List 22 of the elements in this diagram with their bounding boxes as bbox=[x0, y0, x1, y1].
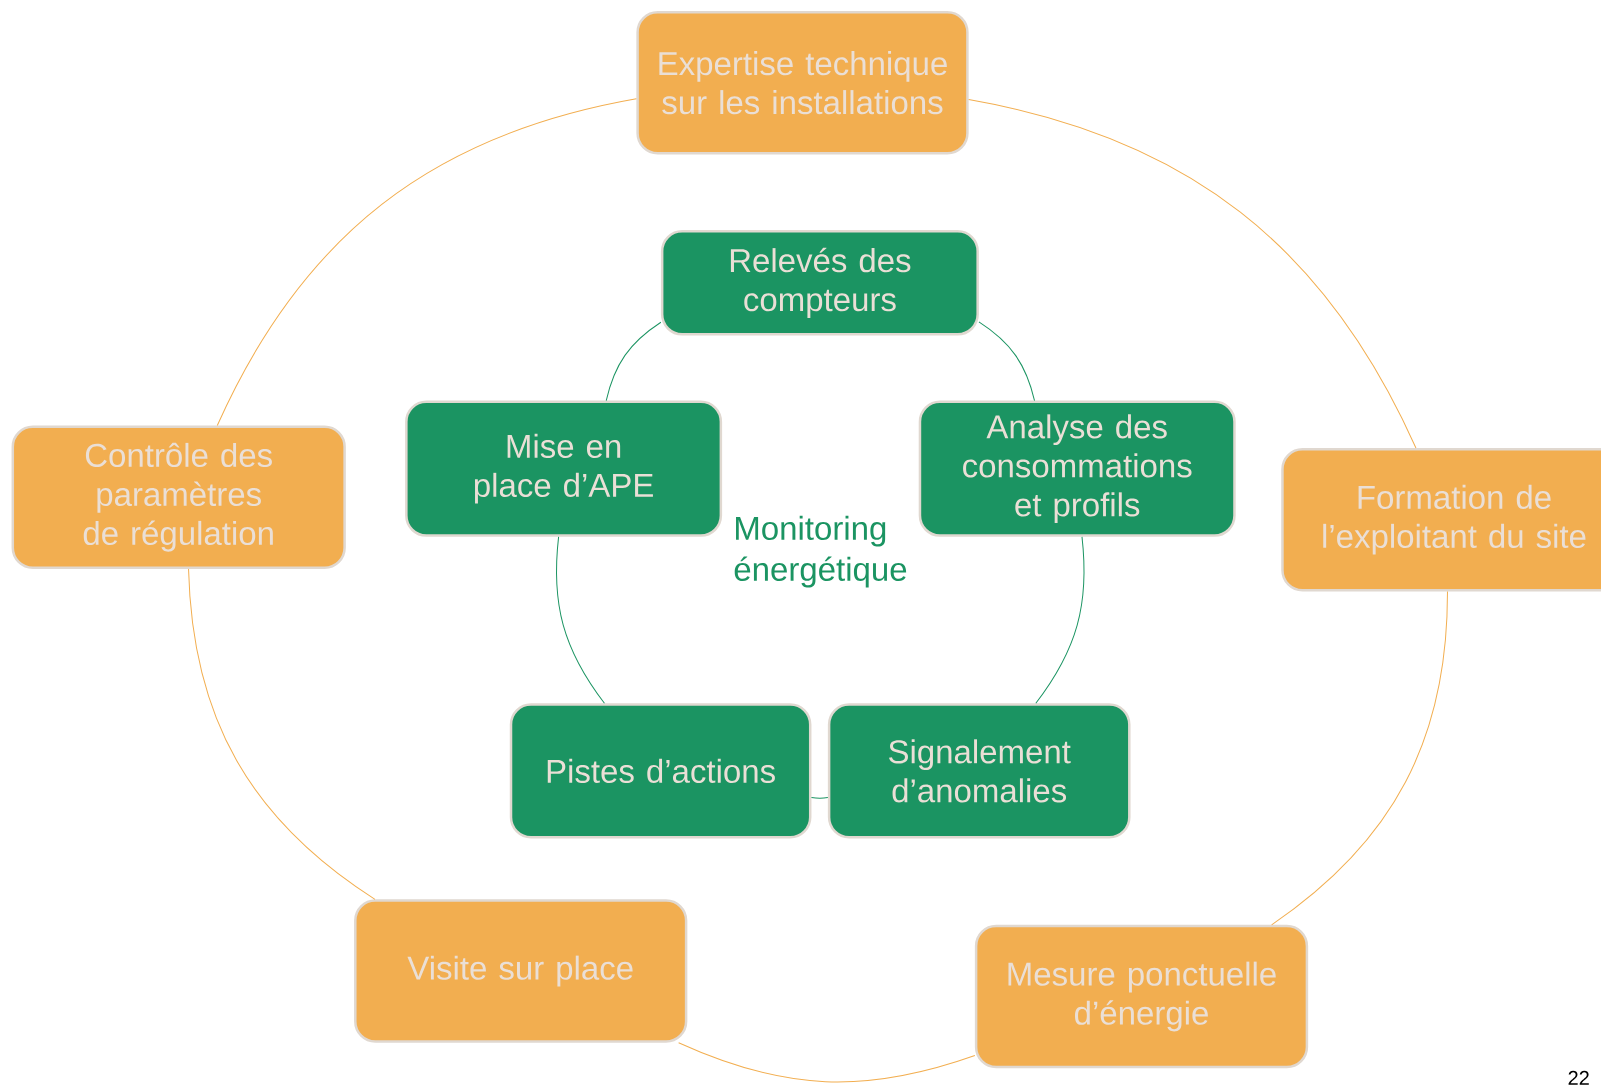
process-box: Pistes d’actions bbox=[509, 703, 812, 839]
connector-line bbox=[605, 321, 662, 402]
connector-line bbox=[968, 99, 1417, 449]
process-box: Signalement d’anomalies bbox=[827, 703, 1131, 839]
connector-line bbox=[978, 321, 1035, 402]
connector-line bbox=[678, 1042, 976, 1083]
connector-line bbox=[555, 536, 605, 704]
connector-line bbox=[810, 796, 829, 799]
process-box: Mesure ponctuelle d’énergie bbox=[974, 924, 1309, 1069]
process-box: Mise en place d’APE bbox=[405, 400, 723, 537]
process-box: Visite sur place bbox=[354, 899, 688, 1043]
process-box: Expertise technique sur les installations bbox=[636, 11, 969, 155]
connector-line bbox=[188, 568, 376, 900]
process-box: Contrôle des paramètres de régulation bbox=[11, 425, 346, 569]
connector-line bbox=[216, 98, 637, 426]
connector-line bbox=[1271, 590, 1448, 926]
process-box: Formation de l’exploitant du site bbox=[1281, 448, 1601, 592]
center-label: Monitoring énergétique bbox=[734, 515, 907, 588]
connector-line bbox=[1035, 536, 1085, 704]
process-box: Analyse des consommations et profils bbox=[918, 400, 1236, 537]
process-box: Relevés des compteurs bbox=[660, 230, 979, 336]
page-number: 22 bbox=[1568, 1070, 1589, 1085]
